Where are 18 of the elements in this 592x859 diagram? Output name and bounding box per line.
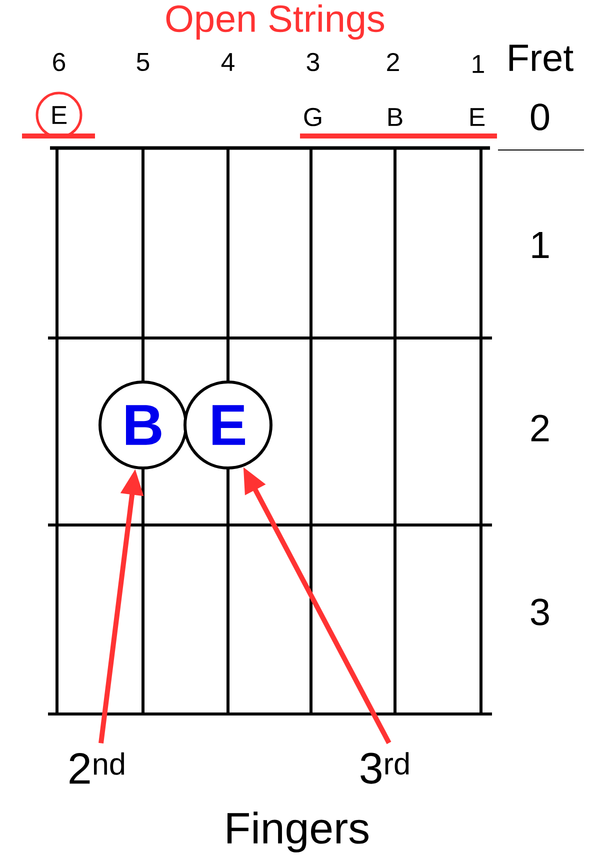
axis-label: Fret bbox=[509, 44, 574, 72]
finger-label: 2$^{nd}$ bbox=[70, 752, 124, 784]
note-letter: B bbox=[388, 108, 402, 126]
fret-number: 2 bbox=[531, 414, 549, 442]
note-letter: G bbox=[304, 108, 322, 126]
fret-number: 3 bbox=[530, 598, 549, 626]
fret-number: 1 bbox=[532, 232, 549, 258]
note-letter: E bbox=[470, 108, 485, 126]
heading: Open Strings bbox=[166, 4, 384, 40]
string-number: 4 bbox=[221, 53, 234, 71]
caption: Fingers bbox=[228, 812, 368, 852]
string-number: 3 bbox=[306, 52, 320, 72]
circled-note: E bbox=[36, 92, 82, 138]
string-number: 1 bbox=[472, 55, 484, 73]
string-number: 2 bbox=[387, 52, 399, 72]
string-number: 5 bbox=[136, 52, 150, 72]
finger-label: 3$^{rd}$ bbox=[360, 752, 409, 784]
fret-number: 0 bbox=[530, 104, 550, 130]
